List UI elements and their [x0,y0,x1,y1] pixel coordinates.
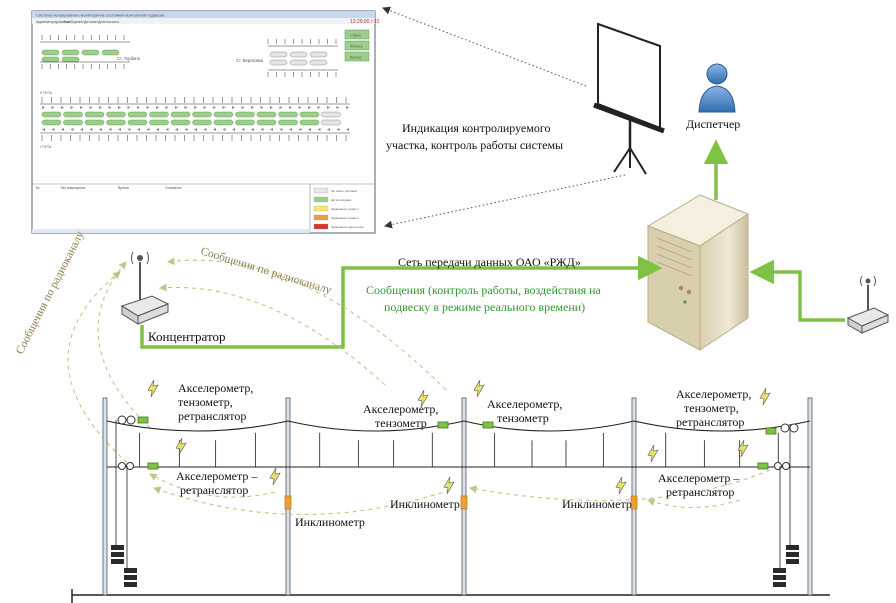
sensor-label: Акселерометр, [178,381,253,395]
svg-text:Нет связи с датчиком: Нет связи с датчиком [331,189,357,193]
sensors [137,416,777,470]
screen-legend: Нет связи с датчиком Датчик исправен Пре… [313,187,364,230]
screen-menu-2[interactable]: Датчики [84,20,97,24]
display-arrow-bottom [384,174,626,229]
sensor-label: ретранслятор [178,409,246,423]
radio-label-right: Сообщения по радиоканалу [199,245,333,296]
pole [807,397,813,596]
projector-screen-icon [593,22,665,175]
sensor-label: Акселерометр – [176,469,258,483]
sensor-label: Акселерометр, [676,387,751,401]
screen-button-reset-label: Сброс [350,34,361,38]
sensor-label: Акселерометр – [658,471,740,485]
sensor-accelerometer-tensometer [482,421,494,429]
inclinometer-label: Инклинометр [562,497,632,511]
screen-button-exit[interactable] [344,51,370,62]
svg-text:Превышение уставки 1: Превышение уставки 1 [331,207,359,211]
sensor-label: ретранслятор [676,415,744,429]
screen-button-filter-label: Фильтр [350,45,363,49]
screen-log-col-0: № [36,186,40,190]
screen-log-col-2: Время [118,186,129,190]
sensor-label: Акселерометр, [487,397,562,411]
screen-button-filter[interactable] [344,40,370,51]
screen-station-left: Ст. Торбино [117,56,141,61]
inclinometer-sensor [460,495,468,510]
network-line-concentrator-server [140,266,645,349]
sensor-label: ретранслятор [180,483,248,497]
sensor-accelerometer-tensometer [137,416,149,424]
sensor-label: Акселерометр, [363,402,438,416]
screen-button-reset[interactable] [344,29,370,40]
screen-log-col-1: Тип извещения [60,186,85,190]
sensor-label: тензометр, [178,395,233,409]
inclinometer-label: Инклинометр [295,515,365,529]
network-label: Сеть передачи данных ОАО «РЖД» [398,255,581,269]
sensor-accelerometer-tensometer [437,421,449,429]
messages-label-line2: подвеску в режиме реального времени) [384,300,585,314]
wireless-signal-icons [147,379,771,495]
network-line-remote-concentrator [749,259,845,322]
pole [102,397,108,596]
sensor-accelerometer-repeater [147,462,159,470]
sensor-accelerometer-tensometer [765,427,777,435]
screen-menu-1[interactable]: Сообщения [64,20,84,24]
screen-clock: 13:29:00 / 03 [350,19,379,25]
screen-track-label-top: II ПУТЬ [40,91,53,95]
screen-menu-3[interactable]: Диагностика [98,20,119,24]
remote-concentrator-antenna-icon [846,275,890,334]
screen-track-label-bottom: I ПУТЬ [40,145,52,149]
monitoring-screen: Система непрерывного мониторинга состоян… [31,10,379,234]
server-icon [646,194,750,351]
tension-weights [111,545,799,587]
inclinometer-sensor [284,495,292,510]
indication-label-line2: участка, контроль работы системы [386,138,563,152]
screen-menu-0[interactable]: Администрирование [36,20,70,24]
concentrator-label: Концентратор [148,329,225,344]
indication-label-line1: Индикация контролируемого [402,121,550,135]
concentrator-antenna-icon [120,251,170,325]
radio-label-left: Сообщения по радиоканалу [14,229,87,356]
sensor-label: тензометр, [684,401,739,415]
svg-text:Превышение скорости изм.: Превышение скорости изм. [331,225,364,229]
screen-station-right: Ст. Березовка [236,58,264,63]
screen-log-col-3: Описание [165,186,182,190]
inclinometer-label: Инклинометр [390,497,460,511]
display-arrow-top [382,6,587,87]
svg-text:Датчик исправен: Датчик исправен [331,198,352,202]
screen-upper-track-markers [41,35,337,77]
dispatcher-person-icon [698,63,736,113]
screen-main-sensor-ovals [41,111,341,126]
sensor-label: тензометр [375,416,427,430]
svg-text:Превышение уставки 2: Превышение уставки 2 [331,216,359,220]
messages-label-line1: Сообщения (контроль работы, воздействия … [366,283,602,297]
dispatcher-label: Диспетчер [686,117,740,131]
sensor-label: тензометр [497,411,549,425]
screen-button-exit-label: Выход [350,56,362,60]
screen-main-track-markers [41,97,349,141]
screen-title-bar: Система непрерывного мониторинга состоян… [36,13,164,18]
sensor-accelerometer-repeater [757,462,769,470]
inclinometer-sensor [630,495,638,510]
sensor-label: ретранслятор [666,485,734,499]
